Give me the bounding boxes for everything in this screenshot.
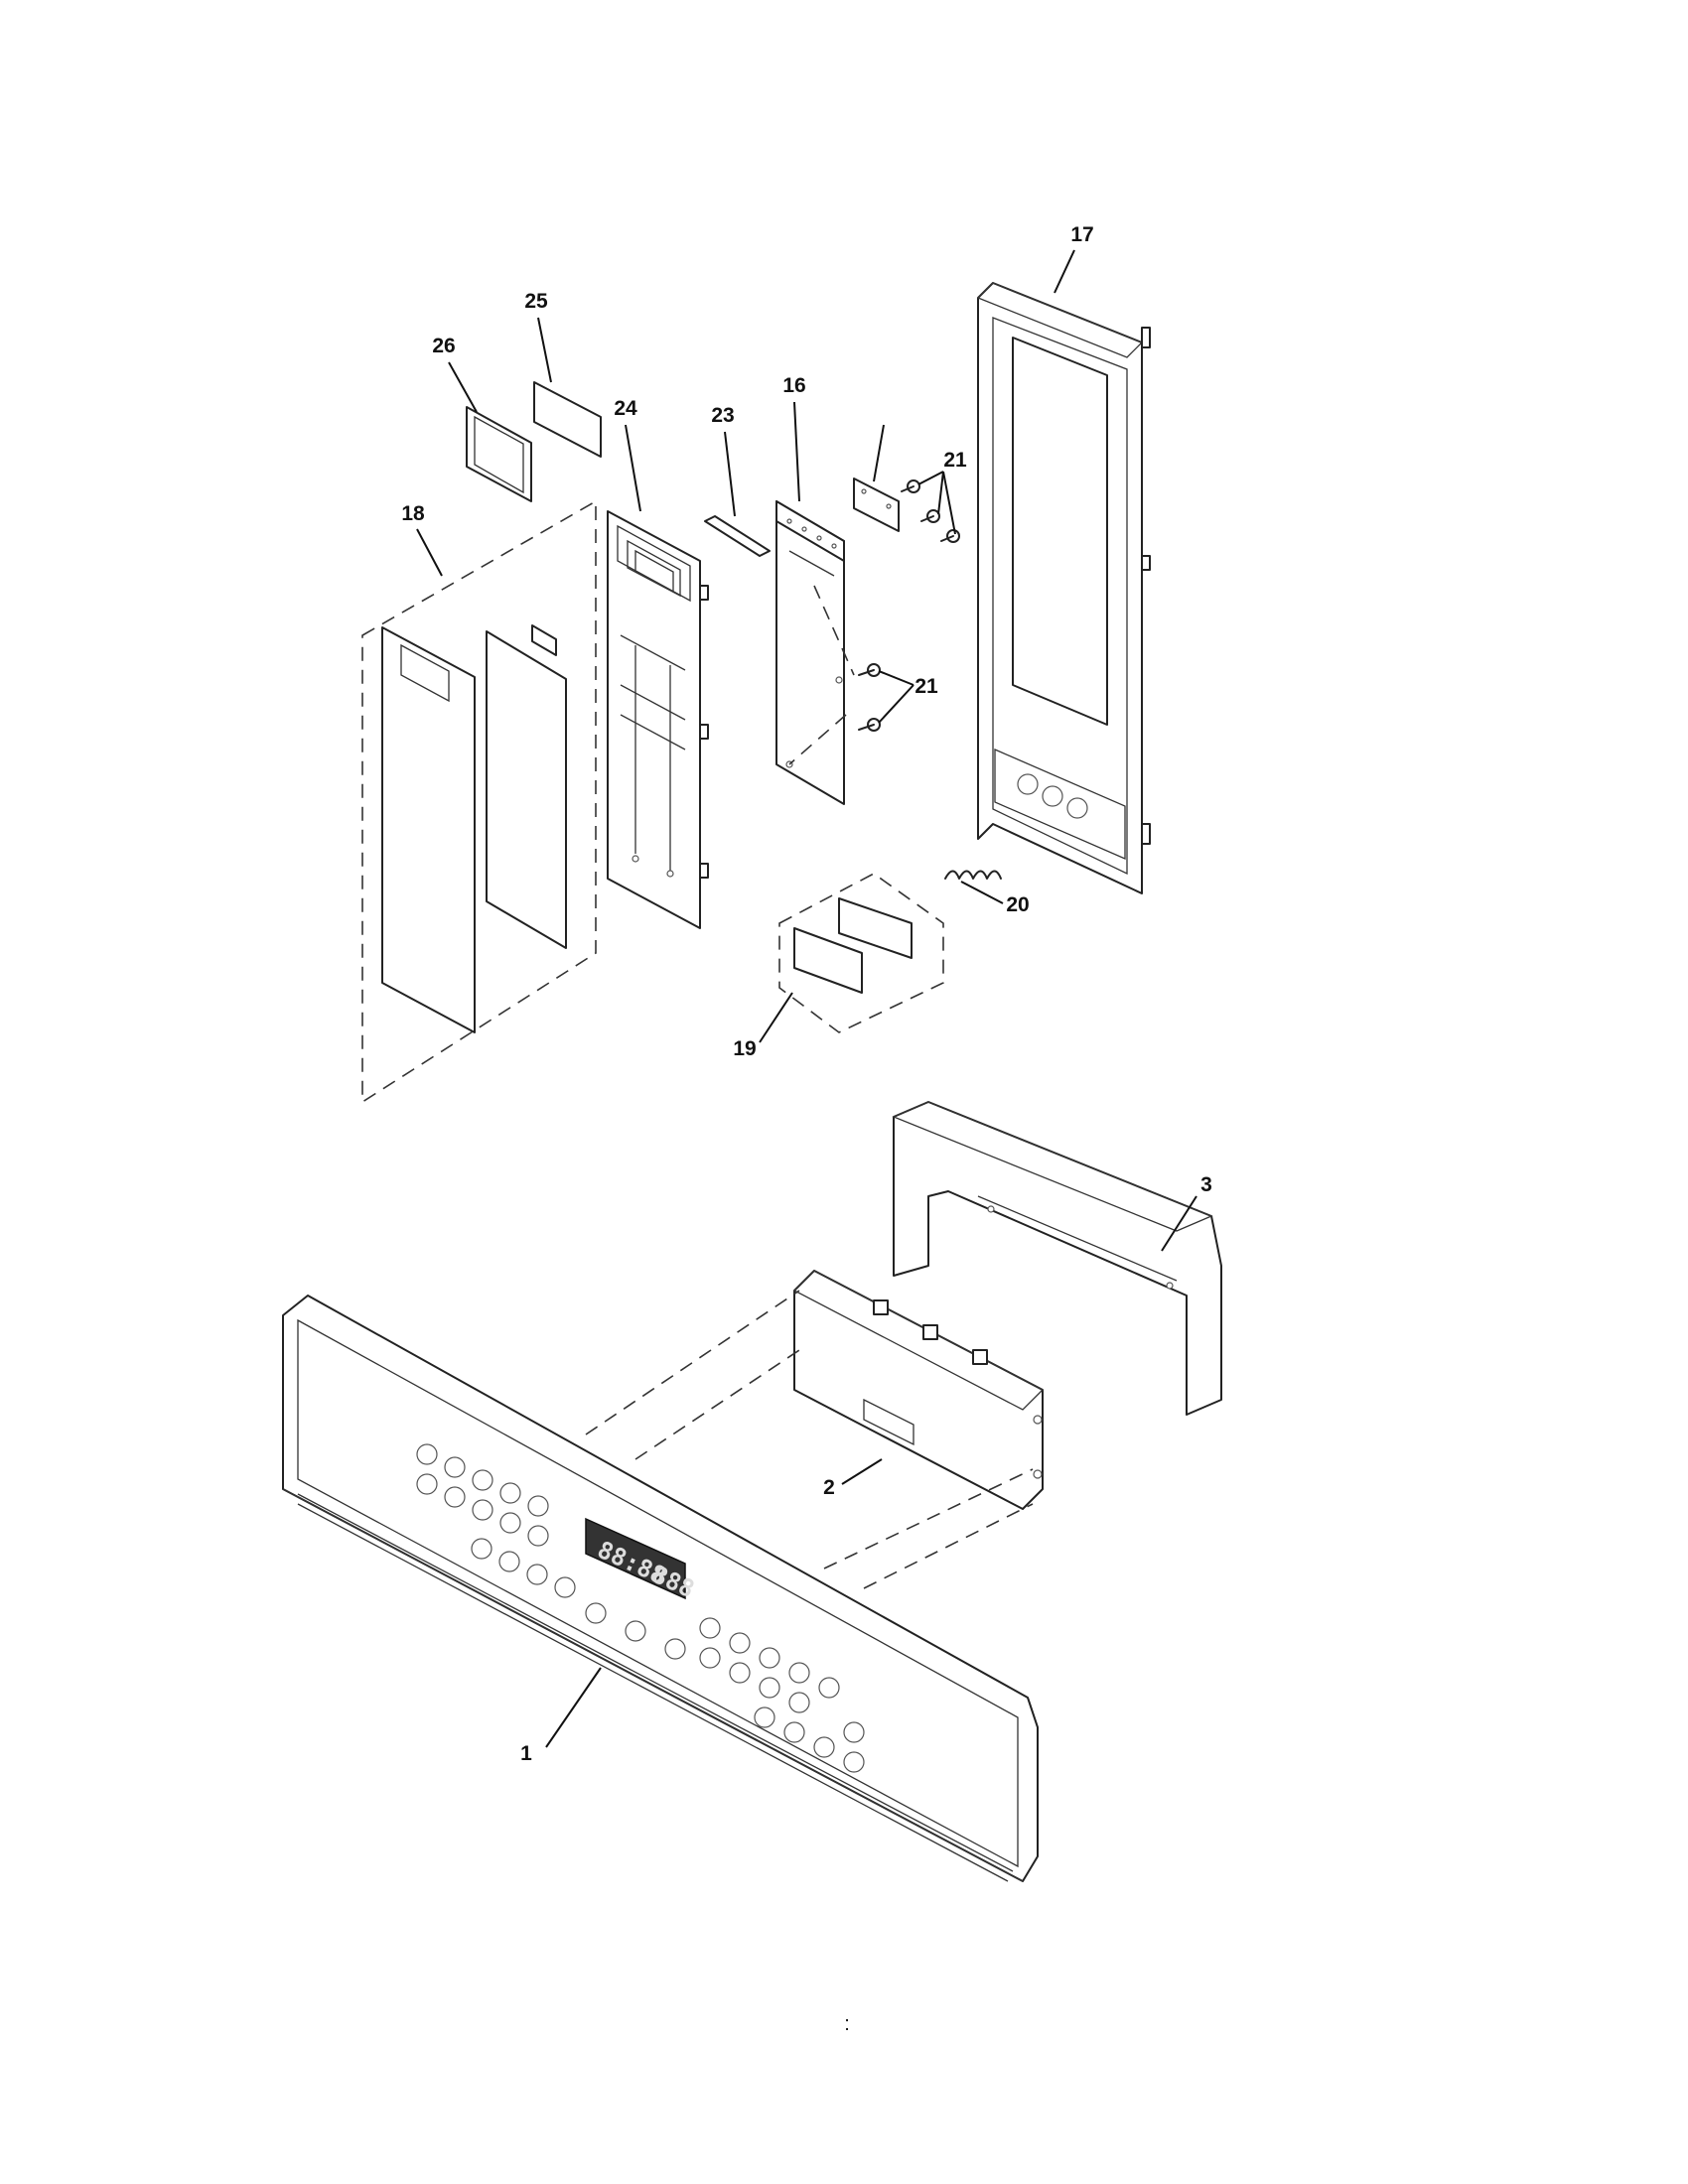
callout-17: 17 xyxy=(1070,223,1093,246)
part-18-overlay-group xyxy=(361,499,597,1104)
part-19-buttons xyxy=(778,873,944,1033)
keypad-right xyxy=(585,1602,865,1773)
part-22-strip xyxy=(704,515,771,557)
alignment-lines xyxy=(585,1290,1034,1589)
part-2-clock-control xyxy=(792,1270,1045,1510)
callout-25: 26 xyxy=(432,335,455,357)
part-25-display-window xyxy=(466,406,532,502)
keypad-left xyxy=(416,1443,576,1598)
callout-22: 23 xyxy=(711,404,734,427)
callout-20: 20 xyxy=(1006,893,1029,916)
part-21-screws-lower xyxy=(858,663,881,732)
callout-labels: 17 25 26 16 24 23 21 18 21 20 19 3 2 1 xyxy=(401,223,1212,1765)
part-3-trim-bracket xyxy=(892,1101,1222,1416)
callout-19: 19 xyxy=(733,1037,756,1060)
callout-18: 18 xyxy=(401,502,425,525)
part-26-bracket xyxy=(853,478,900,532)
callout-1: 1 xyxy=(520,1742,532,1765)
part-20-spring xyxy=(944,870,1002,880)
part-24-lens xyxy=(533,381,602,458)
callout-2: 2 xyxy=(823,1476,835,1499)
callout-21-lower: 21 xyxy=(914,675,938,698)
callout-3: 3 xyxy=(1200,1173,1212,1196)
part-21-screws-upper xyxy=(901,479,960,543)
part-23-control-housing xyxy=(607,510,709,929)
part-17-frame xyxy=(976,282,1151,894)
callout-21-upper: 21 xyxy=(943,449,967,472)
part-16-circuit-board xyxy=(775,500,855,805)
leader-lines xyxy=(416,249,1197,1748)
callout-24: 25 xyxy=(524,290,548,313)
footer-mark: : xyxy=(844,2013,850,2035)
callout-23: 24 xyxy=(614,397,637,420)
callout-16: 16 xyxy=(782,374,805,397)
